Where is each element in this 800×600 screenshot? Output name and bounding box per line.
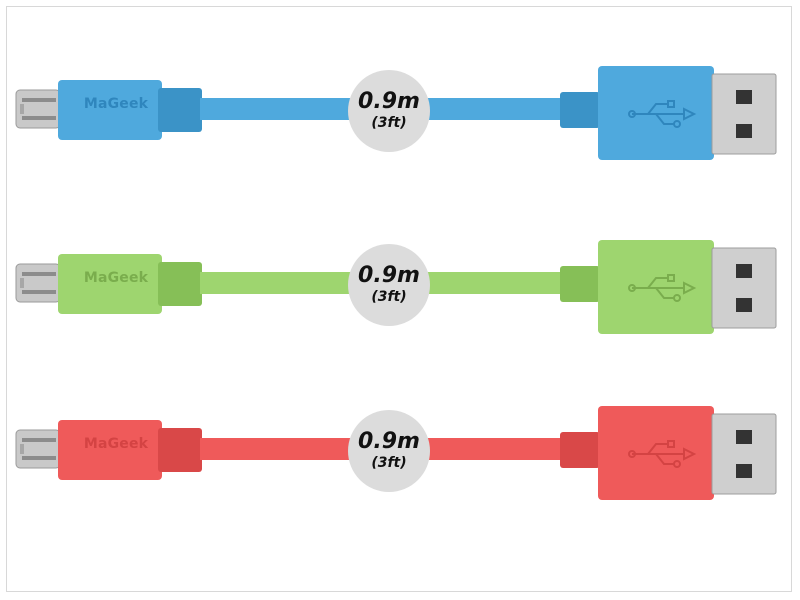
brand-label: MaGeek — [83, 96, 149, 112]
length-badge: 0.9m (3ft) — [348, 70, 430, 152]
usb-trident-icon — [628, 440, 697, 468]
usb-trident-icon — [628, 274, 697, 302]
cable-blue: MaGeek 0.9m (3ft) — [0, 52, 800, 162]
usb-trident-icon — [628, 100, 697, 128]
micro-usb-plug-icon — [15, 429, 61, 469]
cable-red: MaGeek 0.9m (3ft) — [0, 392, 800, 502]
micro-usb-housing — [58, 254, 162, 314]
strain-relief-left — [158, 88, 202, 132]
length-metric: 0.9m — [358, 89, 420, 114]
length-badge: 0.9m (3ft) — [348, 244, 430, 326]
brand-label: MaGeek — [83, 436, 149, 452]
usb-a-plug-icon — [711, 73, 777, 155]
usb-a-plug-icon — [711, 413, 777, 495]
length-metric: 0.9m — [358, 429, 420, 454]
micro-usb-housing — [58, 80, 162, 140]
strain-relief-right — [560, 432, 600, 468]
length-imperial: (3ft) — [371, 455, 407, 471]
cable-graphic — [15, 240, 777, 334]
length-imperial: (3ft) — [371, 115, 407, 131]
brand-label: MaGeek — [83, 270, 149, 286]
cable-green: MaGeek 0.9m (3ft) — [0, 226, 800, 336]
strain-relief-right — [560, 266, 600, 302]
length-metric: 0.9m — [358, 263, 420, 288]
length-imperial: (3ft) — [371, 289, 407, 305]
strain-relief-left — [158, 262, 202, 306]
strain-relief-right — [560, 92, 600, 128]
micro-usb-plug-icon — [15, 89, 61, 129]
micro-usb-housing — [58, 420, 162, 480]
cable-graphic — [15, 66, 777, 160]
micro-usb-plug-icon — [15, 263, 61, 303]
usb-a-plug-icon — [711, 247, 777, 329]
cable-graphic — [15, 406, 777, 500]
strain-relief-left — [158, 428, 202, 472]
length-badge: 0.9m (3ft) — [348, 410, 430, 492]
